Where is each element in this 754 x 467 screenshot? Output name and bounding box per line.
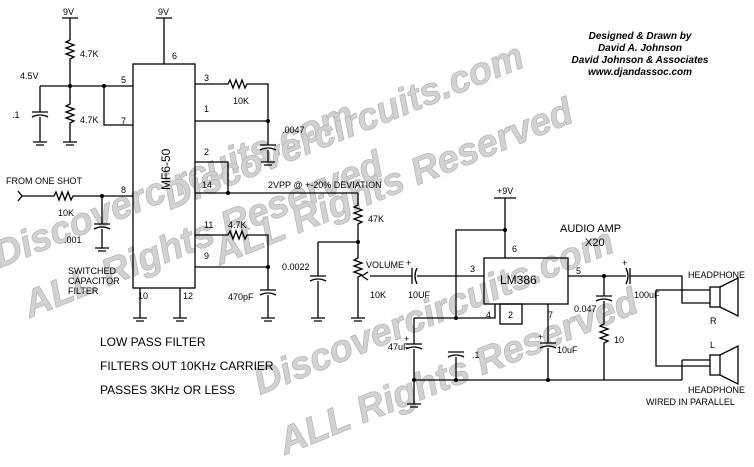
desc-line-1: LOW PASS FILTER (100, 335, 206, 349)
r6-label: 47K (368, 214, 384, 224)
switched-label-1: SWITCHED (68, 266, 116, 276)
speaker-left-magnet (709, 354, 721, 376)
supply-9v-left: 9V (63, 7, 74, 17)
r2-label: 4.7K (80, 115, 99, 125)
pin-11: 11 (204, 220, 213, 230)
r3-label: 10K (233, 96, 249, 106)
speaker-right-magnet (709, 286, 721, 308)
c10-label: .1 (472, 350, 480, 360)
credit-line-4: www.djandassoc.com (588, 67, 692, 78)
supply-plus-9v: +9V (497, 186, 513, 196)
speaker-right-cone (719, 276, 739, 318)
c8-plus: + (622, 258, 627, 268)
pin-7: 7 (121, 116, 126, 126)
amp-pin-6: 6 (512, 244, 517, 254)
left-label: L (710, 340, 715, 350)
amp-pin-5: 5 (576, 266, 581, 276)
c11-plus: + (538, 332, 543, 342)
pin-5: 5 (121, 75, 126, 85)
input-section: FROM ONE SHOT 10K .001 SWITCHED CAPACITO… (6, 176, 133, 296)
credit-line-3: David Johnson & Associates (572, 55, 709, 66)
volume-label: VOLUME (366, 260, 404, 270)
right-label: R (710, 316, 717, 326)
amp-pin-4: 4 (486, 310, 491, 320)
supply-9v-chip: 9V (158, 7, 169, 17)
pin-9: 9 (204, 251, 209, 261)
pin-10: 10 (138, 291, 148, 301)
pin-8: 8 (121, 185, 126, 195)
lm386-body (483, 257, 569, 305)
c2-label: .0047 (282, 125, 305, 135)
r1-label: 4.7K (80, 49, 99, 59)
c7-label: 0.047 (574, 304, 597, 314)
pin-12: 12 (183, 291, 193, 301)
pot-label: 10K (370, 290, 386, 300)
lm386-amp: +9V AUDIO AMP X20 LM386 3 6 5 4 2 7 10uF… (388, 186, 621, 408)
r5-label: 4.7K (228, 220, 247, 230)
headphone-bottom-label: HEADPHONE (688, 385, 745, 395)
speaker-left-cone (719, 344, 739, 386)
desc-line-3: PASSES 3KHz OR LESS (100, 383, 235, 397)
watermark-layer: Discovercircuits.com ALL Rights Reserved… (0, 35, 645, 464)
desc-line-2: FILTERS OUT 10KHz CARRIER (100, 359, 274, 373)
volume-section: 0.0022 VOLUME 10K + 10UF (282, 240, 484, 322)
amp-pin-7: 7 (548, 310, 553, 320)
output-section: + 0.047 10 100uF HEADPHONE R L HEADPHONE… (568, 258, 745, 407)
audio-amp-label: AUDIO AMP (560, 223, 621, 235)
c5-label: 0.0022 (282, 262, 310, 272)
pin-3: 3 (204, 73, 209, 83)
switched-label-3: FILTER (68, 286, 99, 296)
switched-label-2: CAPACITOR (68, 276, 120, 286)
credits-block: Designed & Drawn by David A. Johnson Dav… (572, 31, 709, 78)
supply-wiring: 9V 4.7K 9V 4.5V 4.7K .1 (12, 7, 172, 146)
c11-label: 10uF (557, 345, 578, 355)
amp-pin-2-box (499, 303, 523, 325)
credit-line-1: Designed & Drawn by (589, 31, 692, 42)
c8-label: 100uF (634, 290, 660, 300)
c6-plus: + (406, 258, 411, 268)
pin-14: 14 (202, 180, 212, 190)
from-one-shot-label: FROM ONE SHOT (6, 176, 83, 186)
c4-label: 470pF (228, 292, 254, 302)
c3-label: .001 (64, 235, 82, 245)
chip-label: MF6-50 (159, 148, 173, 190)
supply-4-5v: 4.5V (20, 71, 39, 81)
deviation-label: 2VPP @ +-20% DEVIATION (268, 180, 382, 190)
filter-feedback: 10K .0047 2VPP @ +-20% DEVIATION 47K 4.7… (133, 78, 384, 322)
r4-label: 10K (58, 208, 74, 218)
amp-pin-2: 2 (508, 310, 513, 320)
c9-label: 47uF (388, 342, 409, 352)
description-block: LOW PASS FILTER FILTERS OUT 10KHz CARRIE… (100, 335, 274, 397)
r7-label: 10 (614, 335, 624, 345)
amp-pin-3: 3 (470, 264, 475, 274)
pin-2: 2 (204, 147, 209, 157)
c9-plus: + (404, 334, 409, 344)
lm386-label: LM386 (500, 273, 537, 287)
c1-label: .1 (12, 110, 20, 120)
pin-1: 1 (204, 104, 209, 114)
mf6-50-chip: MF6-50 6 5 7 3 1 2 14 8 11 9 10 12 (121, 51, 213, 301)
gain-label: X20 (585, 237, 605, 249)
credit-line-2: David A. Johnson (598, 43, 682, 54)
c6-label: 10UF (408, 290, 431, 300)
headphone-top-label: HEADPHONE (688, 270, 745, 280)
wired-parallel-label: WIRED IN PARALLEL (646, 397, 735, 407)
pin-6: 6 (172, 51, 177, 61)
